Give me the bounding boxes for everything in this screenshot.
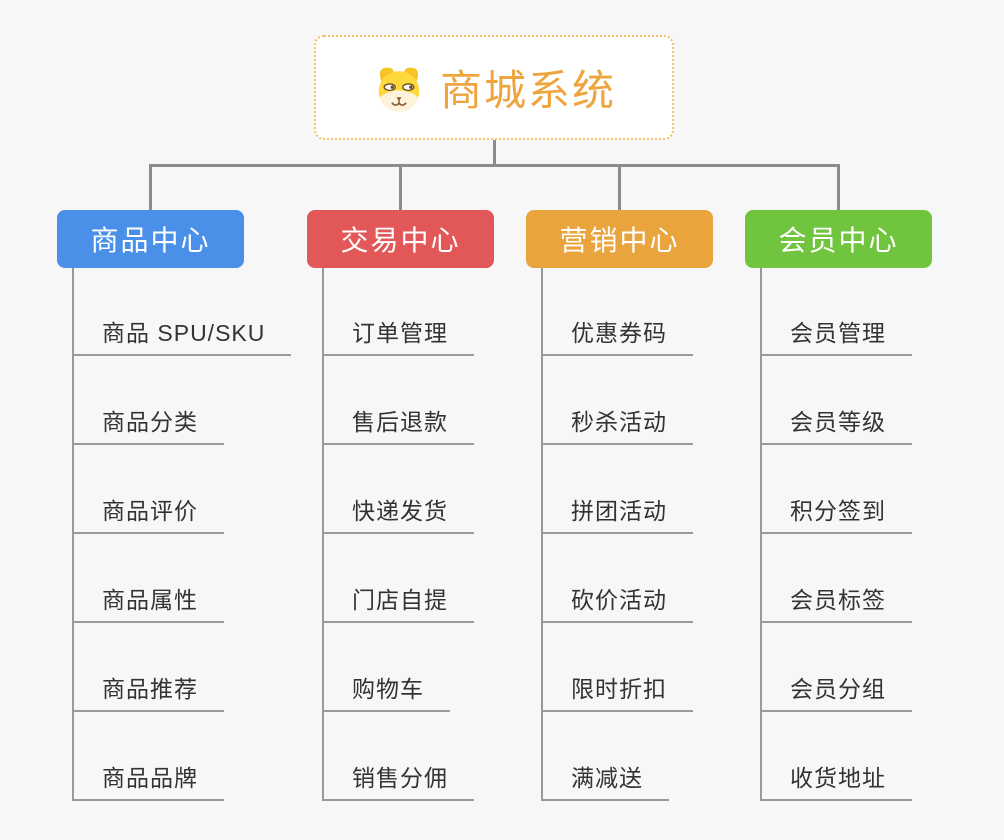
leaf-item-label: 购物车 <box>352 676 424 702</box>
leaf-item[interactable]: 秒杀活动 <box>541 403 693 445</box>
leaf-item-label: 商品分类 <box>102 409 198 435</box>
leaf-item-label: 满减送 <box>571 765 643 791</box>
leaf-item[interactable]: 砍价活动 <box>541 581 693 623</box>
leaf-item-label: 积分签到 <box>790 498 886 524</box>
leaf-item-label: 商品评价 <box>102 498 198 524</box>
leaf-item-label: 拼团活动 <box>571 498 667 524</box>
leaf-item-label: 快递发货 <box>352 498 448 524</box>
branch-spine-trade-center <box>322 268 324 801</box>
leaf-item-label: 商品属性 <box>102 587 198 613</box>
branch-spine-product-center <box>72 268 74 801</box>
leaf-item-label: 商品推荐 <box>102 676 198 702</box>
leaf-item-label: 秒杀活动 <box>571 409 667 435</box>
branch-header-marketing-center[interactable]: 营销中心 <box>526 210 713 268</box>
leaf-item[interactable]: 商品品牌 <box>72 759 224 801</box>
branch-header-member-center[interactable]: 会员中心 <box>745 210 932 268</box>
leaf-item-label: 会员标签 <box>790 587 886 613</box>
leaf-item[interactable]: 满减送 <box>541 759 669 801</box>
connector-root-drop <box>492 140 496 167</box>
leaf-item[interactable]: 优惠券码 <box>541 314 693 356</box>
leaf-item-label: 订单管理 <box>352 320 448 346</box>
leaf-item[interactable]: 会员标签 <box>760 581 912 623</box>
leaf-item[interactable]: 商品分类 <box>72 403 224 445</box>
connector-branch-drop-trade-center <box>399 164 402 210</box>
leaf-item[interactable]: 商品推荐 <box>72 670 224 712</box>
leaf-item[interactable]: 限时折扣 <box>541 670 693 712</box>
leaf-item[interactable]: 商品属性 <box>72 581 224 623</box>
leaf-item[interactable]: 商品评价 <box>72 492 224 534</box>
leaf-item-label: 商品品牌 <box>102 765 198 791</box>
leaf-item-label: 售后退款 <box>352 409 448 435</box>
leaf-item-label: 砍价活动 <box>571 587 667 613</box>
connector-branch-drop-marketing-center <box>618 164 621 210</box>
leaf-item[interactable]: 购物车 <box>322 670 450 712</box>
leaf-item[interactable]: 销售分佣 <box>322 759 474 801</box>
leaf-item[interactable]: 积分签到 <box>760 492 912 534</box>
branch-header-product-center[interactable]: 商品中心 <box>57 210 244 268</box>
leaf-item[interactable]: 售后退款 <box>322 403 474 445</box>
leaf-item[interactable]: 收货地址 <box>760 759 912 801</box>
connector-branch-drop-member-center <box>837 164 840 210</box>
leaf-item-label: 会员等级 <box>790 409 886 435</box>
leaf-item[interactable]: 会员等级 <box>760 403 912 445</box>
leaf-item[interactable]: 快递发货 <box>322 492 474 534</box>
leaf-item[interactable]: 订单管理 <box>322 314 474 356</box>
leaf-item[interactable]: 会员分组 <box>760 670 912 712</box>
leaf-item[interactable]: 会员管理 <box>760 314 912 356</box>
connector-horizontal <box>149 164 840 167</box>
leaf-item[interactable]: 商品 SPU/SKU <box>72 314 292 356</box>
leaf-item[interactable]: 拼团活动 <box>541 492 693 534</box>
leaf-item-label: 门店自提 <box>352 587 448 613</box>
leaf-item[interactable]: 门店自提 <box>322 581 474 623</box>
root-label: 商城系统 <box>439 67 616 114</box>
branch-spine-member-center <box>760 268 762 801</box>
leaf-item-label: 优惠券码 <box>571 320 667 346</box>
leaf-item-label: 收货地址 <box>790 765 886 791</box>
leaf-item-label: 限时折扣 <box>571 676 667 702</box>
leaf-item-label: 会员分组 <box>790 676 886 702</box>
branch-header-trade-center[interactable]: 交易中心 <box>307 210 494 268</box>
branch-spine-marketing-center <box>541 268 543 801</box>
leaf-item-label: 会员管理 <box>790 320 886 346</box>
leaf-item-label: 商品 SPU/SKU <box>102 320 266 346</box>
connector-branch-drop-product-center <box>149 164 152 210</box>
root-node[interactable]: 商城系统 <box>314 35 674 140</box>
dog-face-icon <box>372 61 426 115</box>
leaf-item-label: 销售分佣 <box>352 765 448 791</box>
